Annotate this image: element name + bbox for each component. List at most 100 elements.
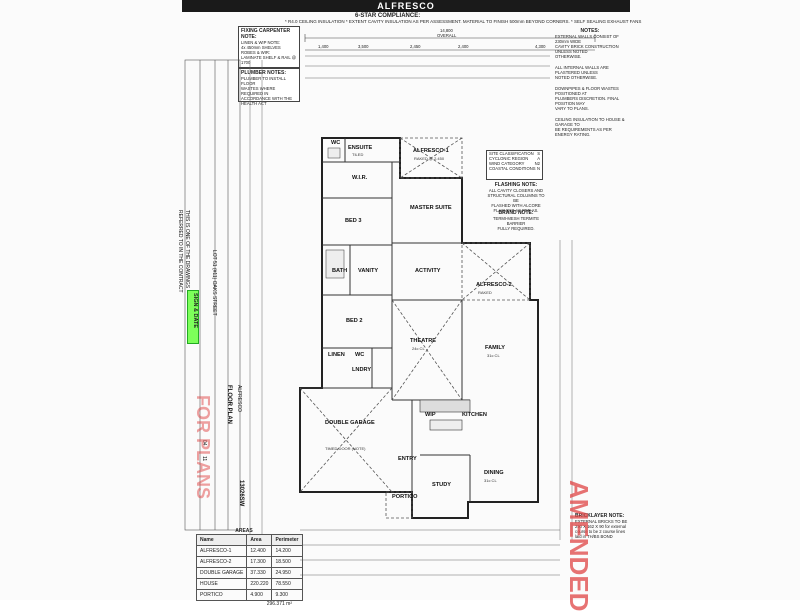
site-row: WIND CATEGORY N2: [487, 161, 542, 166]
areas-cell: DOUBLE GARAGE: [195, 567, 248, 579]
room-bath: BATH: [332, 268, 348, 274]
plumber-title: PLUMBER NOTES:: [241, 70, 286, 76]
note-line: CEILING INSULATION TO HOUSE & GARAGE TO: [555, 117, 625, 127]
areas-cell: 9.300: [271, 589, 303, 601]
areas-total: 296.371 m²: [266, 601, 292, 607]
room-vanity: VANITY: [358, 268, 379, 274]
site-row: CYCLONIC REGION A: [487, 156, 542, 161]
brand-note: BRAND NOTE: TERMI-MESH TERMITE BARRIER F…: [486, 210, 546, 231]
areas-cell: 14.200: [271, 545, 303, 557]
alfresco-title: ALFRESCO: [236, 385, 242, 412]
dim-3: 2,450: [410, 44, 421, 49]
room-alfresco2-sub: RAKED: [478, 290, 492, 295]
site-row-label: CYCLONIC REGION: [489, 156, 529, 161]
fixing-carpenter-note: FIXING CARPENTER NOTE: LINEN & WIP NOTE:…: [238, 26, 300, 68]
brand-line: TERMI-MESH TERMITE BARRIER: [493, 216, 539, 226]
areas-cell: 220.220: [246, 578, 273, 590]
areas-cell: 78.550: [271, 578, 303, 590]
plumber-line: WASTES WHERE REQUIRED IN: [241, 86, 276, 96]
site-row-value: N2: [534, 161, 540, 166]
six-star-note: * R4.0 CEILING INSULATION * EXTENT CAVIT…: [285, 19, 642, 24]
room-alfresco1-sub: RAKED @ 2.450: [414, 156, 445, 161]
fc-line: 1700: [241, 60, 251, 65]
room-double-garage: DOUBLE GARAGE: [325, 420, 375, 426]
fc-line: LAMINATE SHELF & RAIL @: [241, 55, 296, 60]
fc-line: 4x 450mm SHELVES: [241, 45, 281, 50]
brick-note-title: BRICKLAYER NOTE:: [575, 513, 625, 519]
note-line: VARY TO PLANS.: [555, 106, 589, 111]
room-dining-sub: 31c CL: [484, 478, 497, 483]
room-family: FAMILY: [485, 345, 505, 351]
overall-total: 14,800: [440, 28, 453, 33]
floor-plan-title: FLOOR PLAN: [226, 385, 232, 424]
plumber-line: HEALTH ACT: [241, 101, 267, 106]
amended-stamp: AMENDED: [564, 480, 594, 611]
room-theatre-sub: 24c CL: [412, 346, 425, 351]
room-kitchen: KITCHEN: [462, 412, 487, 418]
room-laundry: LNDRY: [352, 367, 372, 373]
areas-header: Area: [246, 534, 273, 546]
fc-line: LINEN & WIP NOTE:: [241, 40, 281, 45]
right-notes-title: NOTES:: [580, 28, 600, 34]
areas-cell: 12.400: [246, 545, 273, 557]
room-wir: W.I.R.: [352, 175, 368, 181]
areas-header: Name: [195, 534, 248, 546]
brick-note-line: course to be 2 course lines: [575, 529, 626, 534]
site-row-value: A: [537, 156, 540, 161]
brick-note-line: 290 X 162 X 90 for external: [575, 524, 626, 529]
bricklayer-note: BRICKLAYER NOTE: EXTERNAL BRICKS TO BE 2…: [575, 513, 645, 539]
header-bar: [182, 0, 630, 12]
room-dining: DINING: [484, 470, 504, 476]
room-portico: PORTICO: [392, 494, 418, 500]
flashing-line: FLASHED WITH ALCORE: [491, 203, 541, 208]
room-activity: ACTIVITY: [415, 268, 441, 274]
contract-line-2: REFERRED TO IN THE CONTRACT: [177, 210, 183, 293]
room-wc1: WC: [331, 140, 341, 146]
site-row-value: N: [536, 166, 540, 171]
room-entry: ENTRY: [398, 456, 417, 462]
room-ensuite-sub: TILED: [352, 152, 364, 157]
note-line: NOTED OTHERWISE.: [555, 75, 598, 80]
site-row-label: COASTAL CONDITIONS: [489, 166, 536, 171]
areas-title: AREAS: [235, 528, 253, 534]
fixing-carpenter-title: FIXING CARPENTER NOTE:: [241, 28, 291, 40]
areas-cell: 17.300: [246, 556, 273, 568]
flashing-line: ALL CAVITY CLOSERS AND: [488, 188, 544, 193]
areas-header-row: Name Area Perimeter: [195, 534, 303, 546]
note-line: BE REQUIREMENTS AS PER ENERGY RATING.: [555, 127, 612, 137]
brand-title: BRAND NOTE:: [498, 210, 534, 216]
right-notes: NOTES: EXTERNAL WALLS CONSIST OF 230mm W…: [555, 28, 625, 137]
lot-address: LOT 51 (#11) OAKS STREET: [211, 250, 217, 316]
note-line: PLUMBERS DISCRETION. FINAL POSITION MAY: [555, 96, 620, 106]
room-ensuite: ENSUITE: [348, 145, 373, 151]
plumber-line: PLUMBER TO INSTALL FLOOR: [241, 76, 286, 86]
dim-4: 2,400: [458, 44, 469, 49]
areas-cell: ALFRESCO-1: [195, 545, 248, 557]
plumber-note: PLUMBER NOTES: PLUMBER TO INSTALL FLOOR …: [238, 68, 300, 106]
flashing-line: FLASHING AS PER AS.: [493, 208, 539, 213]
areas-header: Perimeter: [271, 534, 303, 546]
job-number: 13026SW: [238, 480, 244, 507]
room-wc2: WC: [355, 352, 365, 358]
areas-cell: ALFRESCO-2: [195, 556, 248, 568]
site-row-label: WIND CATEGORY: [489, 161, 525, 166]
room-linen: LINEN: [328, 352, 345, 358]
six-star-heading: 6-STAR COMPLIANCE:: [355, 13, 421, 19]
room-alfresco1: ALFRESCO-1: [413, 148, 449, 154]
areas-cell: HOUSE: [195, 578, 248, 590]
areas-cell: 18.500: [271, 556, 303, 568]
fc-line: ROBES & WIR:: [241, 50, 271, 55]
sign-date-highlight: SIGN & DATE: [187, 290, 199, 344]
room-garage-sub: TIMED DOOR (NOTE): [325, 446, 366, 451]
flashing-note: FLASHING NOTE: ALL CAVITY CLOSERS AND ST…: [486, 182, 546, 213]
header-title: ALFRESCO: [377, 1, 435, 11]
